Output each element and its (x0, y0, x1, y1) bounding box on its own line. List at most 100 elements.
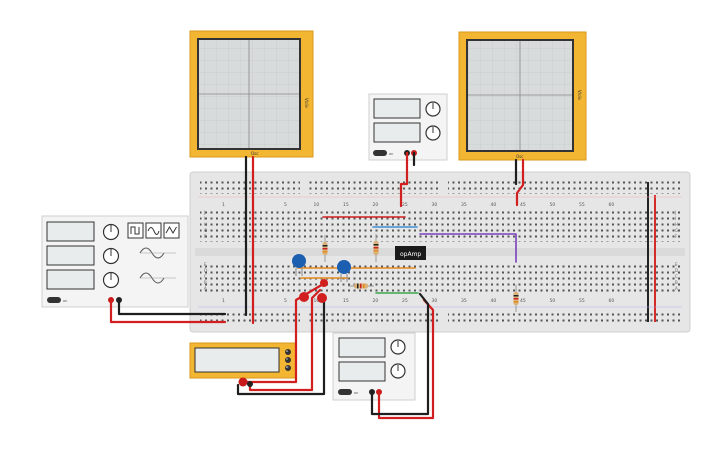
column-number-top: 15 (343, 202, 349, 208)
resistor-4[interactable] (513, 285, 519, 312)
power-supply-bottom[interactable]: on (332, 332, 416, 401)
oscilloscope-right-side-label: V/div (577, 90, 582, 101)
row-letter-right: C (675, 274, 678, 279)
probe-connector-3[interactable] (317, 293, 327, 303)
waveform-preview-icon (139, 247, 176, 284)
column-number-top: 25 (402, 202, 408, 208)
square-wave-icon[interactable] (127, 222, 144, 239)
column-number-bottom: 25 (402, 298, 408, 304)
wire-fg-black (117, 298, 227, 316)
sine-wave-icon[interactable] (145, 222, 162, 239)
row-letter-left: H (204, 222, 207, 227)
wire-mm-black (236, 296, 326, 396)
capacitor-2[interactable] (337, 260, 351, 282)
column-number-bottom: 20 (373, 298, 379, 304)
multimeter-terminal-red[interactable] (238, 377, 248, 387)
row-letter-right: D (675, 268, 678, 273)
wires[interactable] (109, 151, 525, 420)
power-supply-bottom-power-switch[interactable] (338, 389, 352, 395)
column-number-top: 5 (284, 202, 287, 208)
column-number-bottom: 5 (284, 298, 287, 304)
power-supply-bottom-power-label: on (354, 391, 358, 395)
column-number-bottom: 15 (343, 298, 349, 304)
multimeter-mode-v-label: V (286, 357, 289, 361)
column-number-top: 35 (461, 202, 467, 208)
capacitor-1[interactable] (292, 254, 306, 276)
column-number-bottom: 55 (579, 298, 585, 304)
power-supply-top-power-label: on (389, 152, 393, 156)
wire-mm-red-2 (248, 288, 322, 392)
column-number-top: 10 (314, 202, 320, 208)
power-supply-top[interactable]: on (368, 93, 448, 161)
function-generator-display-3 (46, 269, 95, 290)
row-letter-right: F (675, 234, 678, 239)
row-letter-left: C (204, 274, 207, 279)
multimeter-mode-a-label: A (286, 349, 289, 353)
row-letter-left: G (204, 228, 207, 233)
breadboard[interactable] (189, 171, 691, 333)
row-letter-right: A (675, 286, 678, 291)
wire-bottom-psu-red (377, 298, 435, 420)
function-generator-display-1 (46, 221, 95, 242)
wire-right-osc-red (515, 158, 525, 207)
row-letter-left: B (204, 280, 207, 285)
multimeter-mode-buttons[interactable] (285, 349, 291, 371)
wire-fg-red (109, 298, 227, 324)
column-number-top: 20 (373, 202, 379, 208)
row-letter-left: F (204, 234, 207, 239)
column-number-bottom: 50 (550, 298, 556, 304)
oscilloscope-right-label: Osc (516, 154, 523, 159)
column-number-top: 1 (222, 202, 225, 208)
opamp-label: opAmp (400, 251, 421, 258)
power-supply-top-power-switch[interactable] (373, 150, 387, 156)
row-letter-left: D (204, 268, 207, 273)
row-letter-right: G (675, 228, 678, 233)
multimeter-terminal-black[interactable] (247, 381, 253, 387)
column-number-top: 45 (520, 202, 526, 208)
row-letter-left: A (204, 286, 207, 291)
triangle-wave-icon[interactable] (163, 222, 180, 239)
wire-purple (419, 233, 517, 263)
multimeter-display (194, 347, 280, 373)
resistor-1[interactable] (322, 235, 328, 262)
top-terminal-strip (200, 211, 680, 242)
row-letter-right: I (675, 216, 676, 221)
row-letter-left: E (204, 262, 207, 267)
column-number-top: 60 (609, 202, 615, 208)
opamp-chip[interactable]: opAmp (395, 246, 426, 260)
oscilloscope-left-side-label: V/div (304, 98, 309, 109)
column-number-bottom: 45 (520, 298, 526, 304)
probe-connector-2[interactable] (320, 279, 328, 287)
row-letter-left: I (204, 216, 205, 221)
row-letter-right: B (675, 280, 678, 285)
power-supply-bottom-display-2 (338, 361, 386, 382)
resistor-2[interactable] (373, 234, 379, 262)
oscilloscope-right[interactable]: Osc V/div (458, 31, 587, 161)
row-letter-right: H (675, 222, 678, 227)
column-number-bottom: 40 (491, 298, 497, 304)
oscilloscope-left-label: Osc (251, 151, 258, 156)
column-number-bottom: 1 (222, 298, 225, 304)
power-supply-top-display-1 (373, 98, 421, 119)
oscilloscope-left[interactable]: Osc V/div (189, 30, 314, 158)
bottom-terminal-strip (200, 262, 680, 293)
multimeter-mode-ohm-label: Ω (286, 365, 289, 369)
function-generator-power-switch[interactable] (47, 297, 61, 303)
column-number-bottom: 10 (314, 298, 320, 304)
row-letter-left: J (203, 210, 205, 215)
power-supply-bottom-display-1 (338, 337, 386, 358)
multimeter[interactable] (189, 342, 297, 379)
function-generator-display-2 (46, 245, 95, 266)
column-number-bottom: 30 (432, 298, 438, 304)
row-letter-right: J (674, 210, 676, 215)
function-generator[interactable]: on (41, 215, 189, 308)
probe-connector-1[interactable] (299, 292, 309, 302)
resistor-3[interactable] (348, 283, 374, 289)
column-number-bottom: 35 (461, 298, 467, 304)
column-number-top: 30 (432, 202, 438, 208)
row-letter-right: E (675, 262, 678, 267)
center-channel (195, 248, 685, 256)
